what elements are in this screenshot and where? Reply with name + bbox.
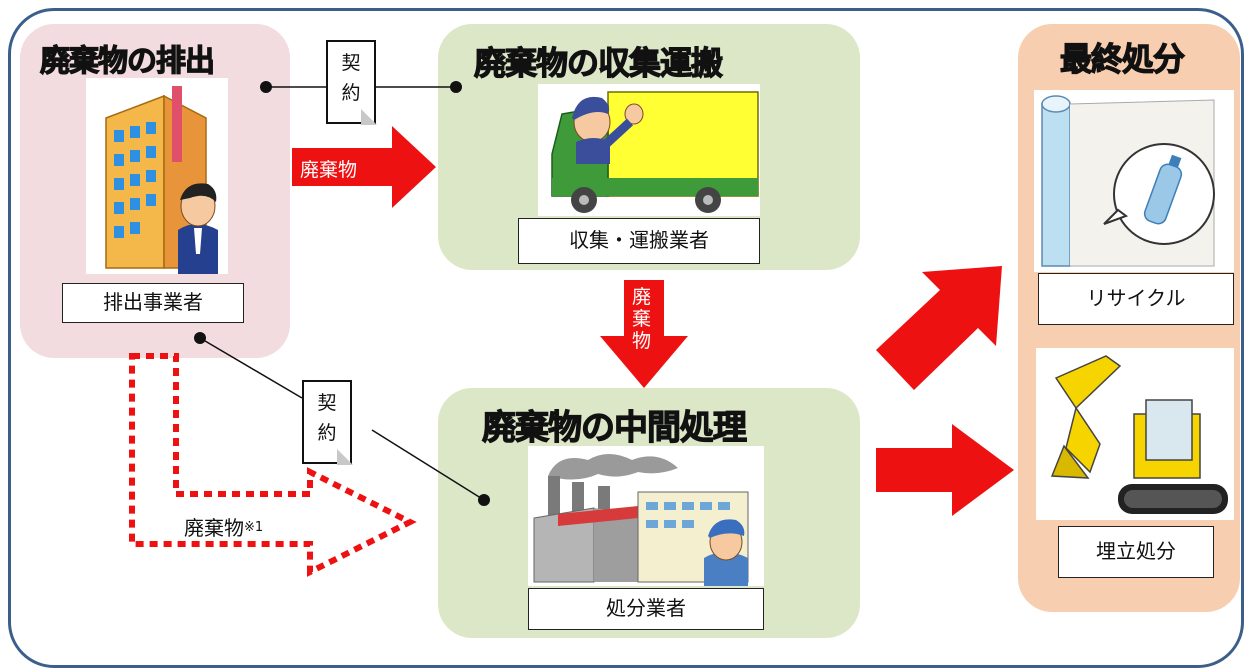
waste-arrow-down	[600, 280, 688, 388]
landfill-illustration	[1036, 348, 1234, 520]
treat-label: 処分業者	[528, 588, 764, 630]
recycle-illustration	[1034, 90, 1234, 272]
waste-arrow-down-label-3: 物	[632, 330, 652, 352]
pet-bottle-icon	[1103, 143, 1215, 245]
truck-illustration	[538, 84, 760, 216]
final-title: 最終処分	[1059, 39, 1185, 78]
contract-char: 約	[341, 82, 361, 104]
page-fold-icon	[337, 449, 353, 465]
building-icon	[105, 86, 218, 274]
waste-arrow-right	[292, 126, 436, 208]
contract-document-lower: 契 約	[302, 380, 353, 465]
excavator-icon	[1050, 355, 1228, 514]
direct-waste-label: 廃棄物	[184, 516, 244, 540]
page-fold-icon	[361, 109, 377, 125]
landfill-arrow	[876, 424, 1014, 516]
waste-arrow-down-label-1: 廃	[632, 286, 652, 308]
emit-title: 廃棄物の排出	[39, 43, 215, 79]
connector-dot	[450, 81, 462, 93]
connector-dot	[478, 494, 490, 506]
landfill-label: 埋立処分	[1058, 526, 1214, 578]
emit-label: 排出事業者	[62, 283, 244, 323]
waste-arrow-label: 廃棄物	[300, 159, 358, 181]
contract-char: 約	[317, 422, 337, 444]
contract-char: 契	[317, 392, 337, 414]
worker-icon	[178, 183, 218, 274]
building-illustration	[86, 78, 228, 274]
recycle-label: リサイクル	[1038, 273, 1234, 325]
truck-icon	[551, 91, 759, 213]
connector-dot	[194, 332, 206, 344]
recycle-arrow	[876, 266, 1002, 390]
collect-label: 収集・運搬業者	[518, 218, 760, 264]
treat-title: 廃棄物の中間処理	[481, 407, 747, 448]
contract-char: 契	[341, 52, 361, 74]
waste-arrow-down-label-2: 棄	[632, 308, 652, 330]
direct-waste-arrow	[129, 353, 417, 577]
contract-document-upper: 契 約	[326, 40, 377, 125]
paper-roll-icon	[1041, 95, 1215, 267]
collect-title: 廃棄物の収集運搬	[473, 43, 723, 82]
factory-illustration	[528, 446, 764, 586]
driver-icon	[572, 96, 644, 164]
connector-dot	[260, 81, 272, 93]
connectors	[129, 81, 1014, 577]
direct-waste-note: ※1	[244, 520, 264, 535]
worker-icon	[704, 519, 748, 586]
factory-icon	[533, 454, 749, 586]
